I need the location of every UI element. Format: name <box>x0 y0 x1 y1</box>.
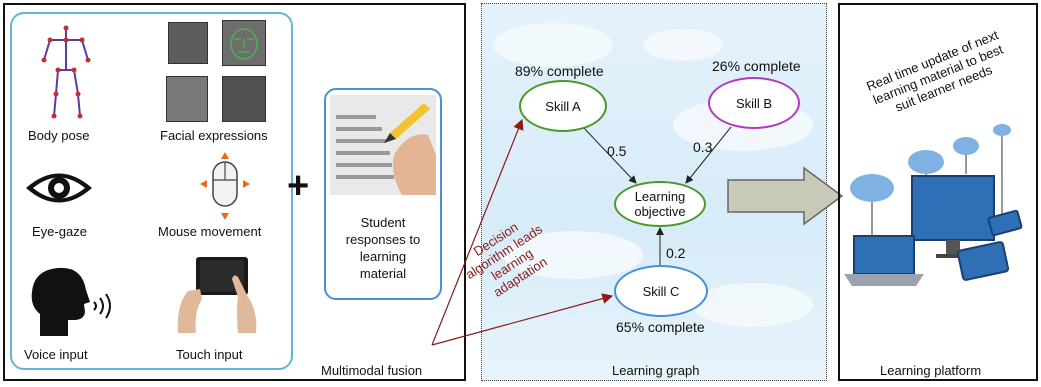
skill-c-progress: 65% complete <box>616 319 705 335</box>
student-responses-label: Student responses to learning material <box>345 215 421 281</box>
face-photo-smiling <box>166 76 208 122</box>
body-pose-label: Body pose <box>28 128 90 143</box>
cloud-icon <box>953 137 979 155</box>
face-photo-neutral <box>168 22 208 64</box>
monitor-icon <box>911 175 995 241</box>
voice-input-label: Voice input <box>24 347 88 362</box>
face-photo-surprised <box>222 76 266 122</box>
cloud-icon <box>850 174 894 202</box>
weight-skill-b: 0.3 <box>693 139 713 155</box>
skill-b-progress: 26% complete <box>712 58 801 74</box>
learning-objective-node: Learning objective <box>614 181 706 227</box>
cloud-icon <box>908 150 944 174</box>
edge-skill-a-to-objective <box>581 125 637 184</box>
tablet-icon <box>956 241 1010 281</box>
skill-a-progress: 89% complete <box>515 63 604 79</box>
skill-a-node: Skill A <box>519 80 607 132</box>
eye-gaze-label: Eye-gaze <box>32 224 87 239</box>
laptop-icon <box>853 235 915 275</box>
plus-sign: + <box>287 165 310 207</box>
weight-skill-a: 0.5 <box>607 143 627 159</box>
edge-skill-b-to-objective <box>685 126 732 184</box>
multimodal-inputs-box <box>10 12 293 370</box>
phone-icon <box>987 209 1023 237</box>
body-pose-icon <box>41 25 91 119</box>
touch-input-icon <box>177 257 257 333</box>
touch-input-label: Touch input <box>176 347 243 362</box>
learning-platform-caption: Learning platform <box>880 363 982 378</box>
facial-expressions-label: Facial expressions <box>160 128 268 143</box>
skill-b-node: Skill B <box>708 77 800 129</box>
eye-gaze-icon <box>26 173 92 203</box>
mouse-movement-label: Mouse movement <box>158 224 262 239</box>
face-landmarks-icon <box>230 28 258 60</box>
skill-c-node: Skill C <box>614 265 708 317</box>
multimodal-fusion-panel <box>3 3 466 381</box>
mouse-icon <box>200 152 250 220</box>
voice-input-icon <box>31 267 111 336</box>
learning-graph-caption: Learning graph <box>612 363 700 378</box>
weight-skill-c: 0.2 <box>666 245 686 261</box>
learning-platform-panel <box>838 3 1038 381</box>
decision-arrow-to-skill-a <box>431 118 524 346</box>
cloud-icon <box>993 124 1011 136</box>
learning-graph-edges <box>581 125 732 268</box>
multimodal-fusion-caption: Multimodal fusion <box>321 363 423 378</box>
devices-cloud-illustration <box>844 124 1023 286</box>
update-arrow-icon <box>727 166 844 226</box>
decision-arrow-to-skill-c <box>431 293 614 346</box>
student-responses-box <box>324 88 442 300</box>
answer-sheet-pencil-icon <box>330 95 436 195</box>
